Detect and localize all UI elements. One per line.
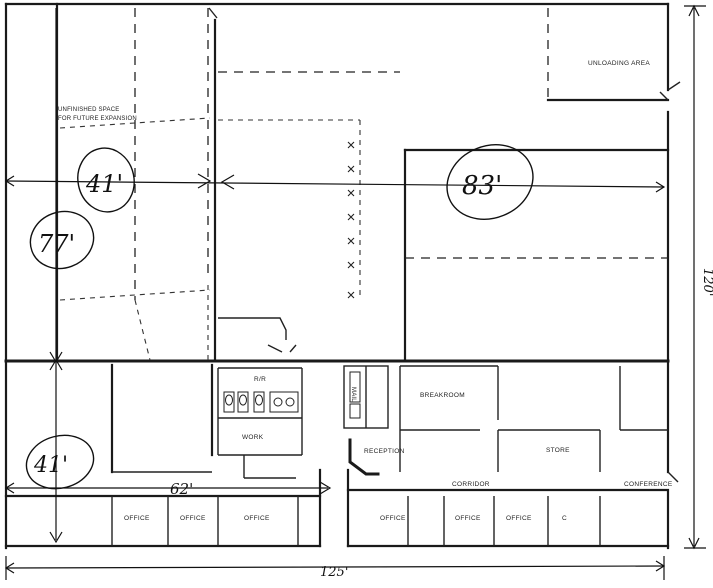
- label-unfinished-space-2: FOR FUTURE EXPANSION: [58, 116, 137, 122]
- label-office-partial: C: [562, 515, 567, 522]
- dimension-125: 125': [320, 565, 348, 580]
- label-work: WORK: [242, 434, 264, 441]
- dimension-41-bottom: 41': [33, 453, 68, 478]
- dimension-83: 83': [462, 171, 502, 201]
- label-unloading-area: UNLOADING AREA: [588, 60, 650, 67]
- label-breakroom: BREAKROOM: [420, 392, 465, 399]
- dimension-120: 120': [700, 268, 713, 296]
- label-office-2: OFFICE: [180, 515, 206, 522]
- dimension-41-top: 41': [85, 170, 123, 198]
- dimension-62: 62': [170, 480, 193, 498]
- dimension-77: 77': [38, 230, 75, 258]
- label-mail: MAIL: [350, 387, 356, 402]
- label-corridor: CORRIDOR: [452, 481, 490, 488]
- label-office-6: OFFICE: [506, 515, 532, 522]
- label-office-3: OFFICE: [244, 515, 270, 522]
- label-conference: CONFERENCE: [624, 481, 673, 488]
- exterior-walls: [4, 2, 681, 550]
- warehouse-walls: [4, 2, 670, 363]
- dimension-lines: [4, 4, 706, 580]
- label-reception: RECEPTION: [364, 448, 405, 455]
- label-unfinished-space-1: UNFINISHED SPACE: [58, 107, 119, 113]
- label-rr: R/R: [254, 376, 266, 383]
- racking-xmarks: [347, 141, 355, 299]
- label-office-4: OFFICE: [380, 515, 406, 522]
- circled-notes: [25, 144, 534, 490]
- label-store: STORE: [546, 447, 570, 454]
- label-office-5: OFFICE: [455, 515, 481, 522]
- label-office-1: OFFICE: [124, 515, 150, 522]
- office-walls: [4, 363, 670, 548]
- restroom-fixtures: [223, 391, 299, 413]
